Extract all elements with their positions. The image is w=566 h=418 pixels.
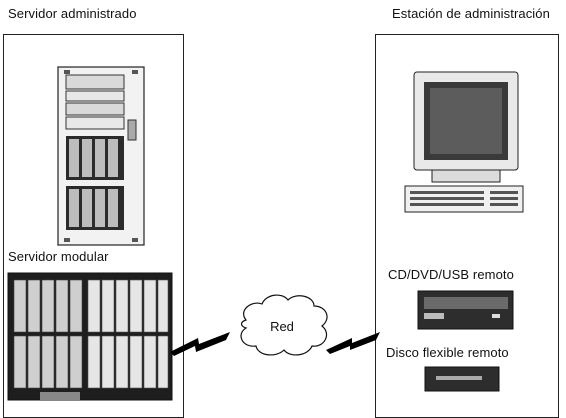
left-panel-title: Servidor administrado (8, 6, 137, 21)
remote-floppy-label: Disco flexible remoto (386, 345, 509, 360)
keyboard-icon (404, 185, 524, 213)
right-panel-title: Estación de administración (392, 6, 550, 21)
blade-chassis-icon (7, 272, 173, 401)
remote-cd-label: CD/DVD/USB remoto (388, 267, 514, 282)
monitor-icon (413, 71, 519, 183)
floppy-drive-icon (424, 366, 500, 392)
modular-server-label: Servidor modular (8, 249, 109, 264)
optical-drive-icon (417, 290, 514, 330)
lightning-link-icon (170, 332, 380, 356)
cloud-icon (240, 294, 328, 356)
network-label: Red (270, 319, 294, 334)
tower-server-icon (57, 66, 145, 246)
